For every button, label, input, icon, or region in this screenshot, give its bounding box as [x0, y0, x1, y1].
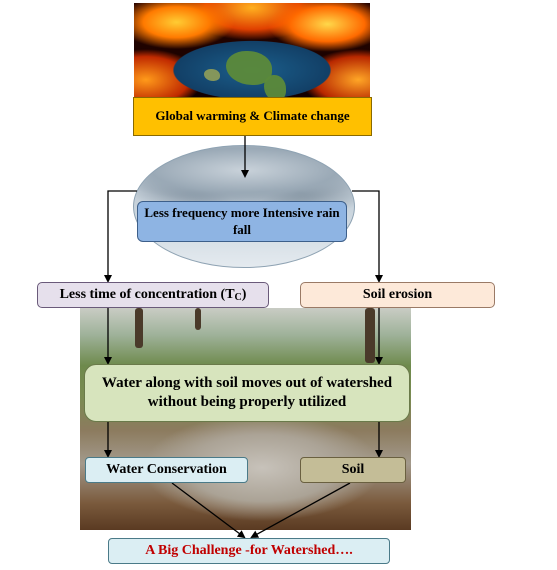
- tree-trunk: [135, 308, 143, 348]
- soil-erosion-box: Soil erosion: [300, 282, 495, 308]
- rainfall-label: Less frequency more Intensive rain fall: [144, 205, 340, 237]
- water-soil-moves-label: Water along with soil moves out of water…: [101, 375, 393, 410]
- water-conservation-label: Water Conservation: [106, 462, 227, 478]
- continent-shape: [226, 51, 272, 85]
- soil-erosion-label: Soil erosion: [362, 287, 433, 303]
- rainfall-box: Less frequency more Intensive rain fall: [137, 201, 347, 242]
- time-of-concentration-text: Less time of concentration (T: [59, 286, 235, 302]
- water-conservation-box: Water Conservation: [85, 457, 248, 483]
- continent-shape: [264, 75, 286, 99]
- soil-label: Soil: [341, 462, 365, 478]
- tree-trunk: [195, 308, 201, 330]
- arrow-rain-to-soil-erosion: [352, 190, 383, 283]
- challenge-label: A Big Challenge -for Watershed….: [145, 543, 353, 559]
- soil-box: Soil: [300, 457, 406, 483]
- water-soil-moves-box: Water along with soil moves out of water…: [84, 364, 410, 422]
- continent-shape: [204, 69, 220, 81]
- global-warming-label: Global warming & Climate change: [155, 108, 350, 124]
- time-of-concentration-box: Less time of concentration (TC): [37, 282, 269, 308]
- time-of-concentration-label: Less time of concentration (TC): [60, 286, 247, 305]
- time-of-concentration-subscript: C: [234, 291, 242, 303]
- burning-earth-image: [134, 3, 370, 99]
- global-warming-box: Global warming & Climate change: [133, 97, 372, 136]
- time-of-concentration-close: ): [241, 286, 247, 302]
- tree-trunk: [365, 308, 375, 363]
- challenge-box: A Big Challenge -for Watershed….: [108, 538, 390, 564]
